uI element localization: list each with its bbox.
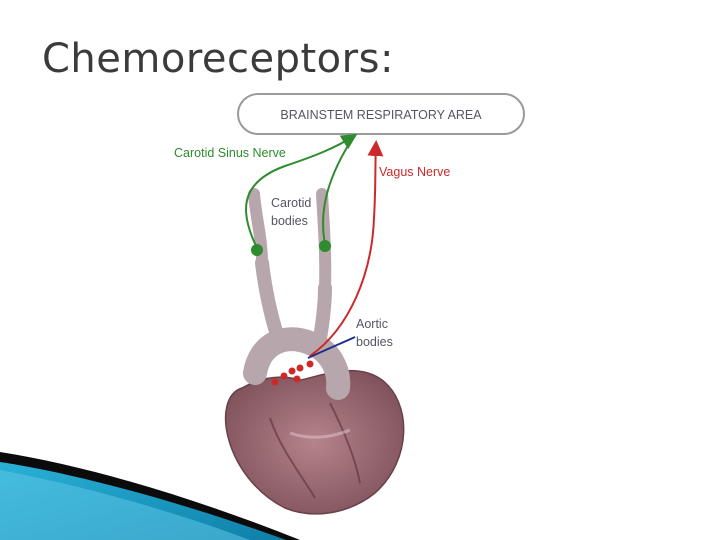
aortic-body: [271, 378, 279, 386]
heart-illustration: [224, 370, 405, 515]
brainstem-respiratory-area-box: BRAINSTEM RESPIRATORY AREA: [237, 93, 525, 135]
aortic-body: [306, 360, 314, 368]
carotid-body-left: [251, 244, 263, 256]
aortic-bodies-label-line2: bodies: [356, 335, 393, 349]
aortic-body: [293, 375, 301, 383]
aortic-pointer-line: [307, 336, 356, 359]
aortic-body: [288, 367, 296, 375]
vagus-nerve: [271, 140, 384, 386]
carotid-bodies-label-line1: Carotid: [271, 196, 311, 210]
brainstem-label: BRAINSTEM RESPIRATORY AREA: [280, 108, 482, 122]
vagus-nerve-label: Vagus Nerve: [379, 165, 450, 179]
carotid-body-right: [319, 240, 331, 252]
chemoreceptor-diagram: BRAINSTEM RESPIRATORY AREA Carotid Sinu: [174, 93, 525, 515]
carotid-bodies-label-line2: bodies: [271, 214, 308, 228]
aortic-body: [280, 372, 288, 380]
aortic-body: [296, 364, 304, 372]
aortic-bodies-label-line1: Aortic: [356, 317, 388, 331]
carotid-sinus-nerve-label: Carotid Sinus Nerve: [174, 146, 286, 160]
slide-title: Chemoreceptors:: [42, 36, 394, 82]
carotid-sinus-nerve: [245, 133, 358, 256]
